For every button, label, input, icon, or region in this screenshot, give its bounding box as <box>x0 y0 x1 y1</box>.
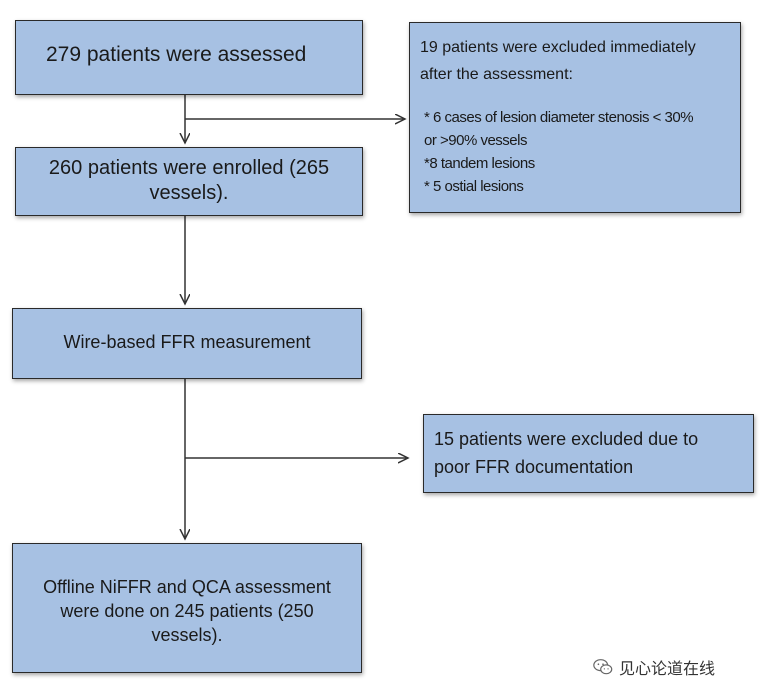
exclusion-item: * 6 cases of lesion diameter stenosis < … <box>424 109 694 149</box>
assessed-text: 279 patients were assessed <box>46 43 307 66</box>
enrolled-text: 260 patients were enrolled (265 vessels)… <box>48 157 330 204</box>
watermark-text: 见心论道在线 <box>619 659 716 678</box>
watermark: 见心论道在线 <box>592 655 715 679</box>
wechat-icon <box>593 659 613 675</box>
offline-assessment-text: Offline NiFFR and QCA assessment were do… <box>43 577 331 645</box>
offline-assessment-box: Offline NiFFR and QCA assessment were do… <box>12 543 362 673</box>
ffr-measurement-text: Wire-based FFR measurement <box>63 332 311 352</box>
exclusion-item: * 5 ostial lesions <box>424 178 524 195</box>
enrolled-box: 260 patients were enrolled (265 vessels)… <box>15 147 363 216</box>
exclusion-box-ffr: 15 patients were excluded due to poor FF… <box>423 414 754 493</box>
exclusion-ffr-text: 15 patients were excluded due to poor FF… <box>434 429 699 477</box>
assessed-box: 279 patients were assessed <box>15 20 363 95</box>
exclusion-heading: 19 patients were excluded immediately af… <box>420 39 696 83</box>
ffr-measurement-box: Wire-based FFR measurement <box>12 308 362 379</box>
exclusion-item: *8 tandem lesions <box>424 155 535 172</box>
exclusion-list: * 6 cases of lesion diameter stenosis < … <box>424 106 694 198</box>
exclusion-box-assessment: 19 patients were excluded immediately af… <box>409 22 741 213</box>
